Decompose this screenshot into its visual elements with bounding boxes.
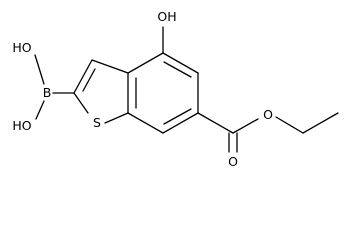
bond-c4-c5-inner [163, 61, 192, 78]
bond-c4-c5 [162, 52, 199, 74]
bond-ch2-ch3 [302, 112, 339, 134]
bond-carbonyl-c-ester-o [232, 118, 259, 134]
bond-c3-c3a [91, 59, 129, 74]
bond-b-ho-upper [34, 54, 45, 85]
bond-ester-o-ch2 [275, 116, 304, 134]
atom-label-sulfur: S [93, 115, 101, 130]
atom-label-ho-lower: HO [12, 118, 31, 133]
atom-label-oh-ring: OH [157, 9, 176, 24]
bond-c3a-c4 [127, 52, 164, 74]
bond-c7-c7a [127, 112, 164, 134]
bond-s-c7a [104, 112, 129, 124]
bond-c2-c3-inner [82, 68, 96, 92]
bonds [34, 26, 339, 153]
benzothiophene-boronic-acid-structure: HO B HO S OH O O [12, 9, 339, 169]
bond-c6-carbonyl-c [197, 112, 234, 134]
bond-c2-c3 [73, 59, 93, 94]
atom-label-carbonyl-oxygen: O [228, 154, 238, 169]
atom-labels: HO B HO S OH O O [12, 9, 273, 169]
atom-label-ester-oxygen: O [263, 107, 273, 122]
atom-label-boron: B [43, 85, 52, 100]
bond-c2-s [73, 92, 89, 114]
bond-b-ho-lower [35, 100, 45, 120]
bond-c6-c7-inner [163, 108, 192, 125]
bond-c6-c7 [162, 112, 199, 134]
atom-label-ho-upper: HO [12, 40, 31, 55]
